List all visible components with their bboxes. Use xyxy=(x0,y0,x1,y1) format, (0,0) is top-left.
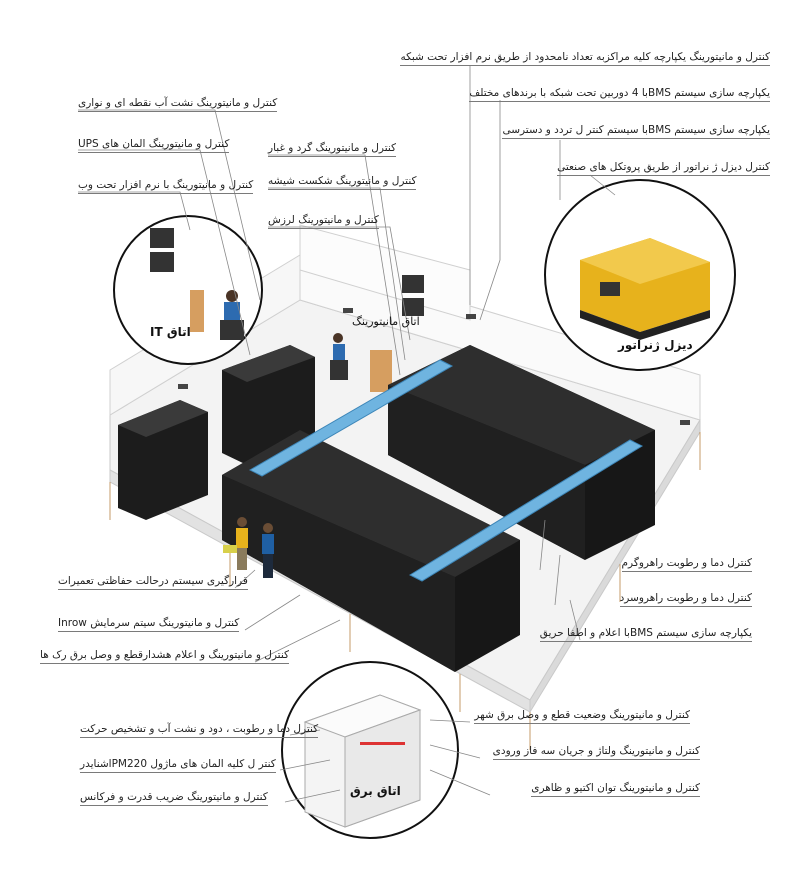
rack-row-back xyxy=(388,345,655,560)
technicians xyxy=(223,517,274,578)
diesel-label: دیزل ژنراتور xyxy=(618,338,693,352)
label-fire-suppression: یکپارچه سازی سیستم BMSبا اعلام و اطفا حر… xyxy=(539,626,752,642)
label-bms-cameras: یکپارچه سازی سیستم BMSبا 4 دوربین تحت شب… xyxy=(469,86,770,102)
leader-lines xyxy=(78,65,616,803)
electric-room-label: اتاق برق xyxy=(350,784,401,798)
label-inrow-cooling: کنترل و مانیتورینگ سیتم سرمایش Inrow xyxy=(58,616,240,632)
label-three-phase: کنترل و مانیتورینگ ولتاژ و جریان سه فاز … xyxy=(492,744,700,760)
camera-icons xyxy=(178,308,690,425)
label-city-power: کنترل و مانیتورینگ وضعیت قطع و وصل برق ش… xyxy=(474,708,690,724)
label-glass-break: کنترل و مانیتورینگ شکست شیشه xyxy=(268,174,417,190)
label-cold-aisle: کنترل دما و رطوبت راهروسرد xyxy=(619,591,752,607)
label-power-factor: کنترل و مانیتورینگ ضریب قدرت و فرکانس xyxy=(80,790,268,806)
wall-monitor xyxy=(402,275,424,293)
label-dust: کنترل و مانیتورینگ گرد و غبار xyxy=(268,141,397,157)
label-rack-power-alarm: کنترل و مانیتورینگ و اعلام هشدارقطع و وص… xyxy=(40,648,289,664)
label-maintenance-mode: قرارگیری سیستم درحالت حفاظتی تعمیرات xyxy=(58,574,248,590)
monitor-icon xyxy=(150,252,174,272)
electric-room-circle xyxy=(281,661,459,839)
label-hot-aisle: کنترل دما و رطوبت راهروگرم xyxy=(621,556,752,572)
cable-tray xyxy=(248,359,644,582)
label-bms-access-control: یکپارچه سازی سیستم BMSبا سیستم کنتر ل تر… xyxy=(502,123,770,139)
it-room-circle xyxy=(113,215,263,365)
label-temp-smoke-motion: کنترل دما و رطوبت ، دود و نشت آب و تشخیص… xyxy=(80,722,319,738)
rack-row-front xyxy=(222,430,520,672)
monitor-icon xyxy=(150,228,174,248)
label-vibration: کنترل و مانیتورینگ لرزش xyxy=(268,213,379,229)
diesel-circle xyxy=(544,179,736,371)
label-pm220: کنتر ل کلیه المان های ماژول PM220اشنایدر xyxy=(80,757,276,773)
label-diesel-control: کنترل دیزل ژ نراتور از طریق پروتکل های ص… xyxy=(557,160,770,176)
label-web-software: کنترل و مانیتورینگ با نرم افزار تحت وب xyxy=(78,178,254,194)
label-ups-elements: کنترل و مانیتورینگ المان های UPS xyxy=(78,137,230,153)
it-room-label: اتاق IT xyxy=(150,325,191,339)
label-water-leak: کنترل و مانیتورینگ نشت آب نقطه ای و نوار… xyxy=(78,96,278,112)
wall-monitor xyxy=(402,298,424,316)
monitoring-room-label: اتاق مانیتورینگ xyxy=(352,315,420,328)
label-unlimited-centers: کنترل و مانیتورینگ یکپارچه کلیه مراکزبه … xyxy=(400,50,770,66)
label-active-apparent-power: کنترل و مانیتورینگ توان اکتیو و ظاهری xyxy=(531,781,700,797)
door xyxy=(370,350,392,392)
operator-monitoring-room xyxy=(330,333,348,380)
